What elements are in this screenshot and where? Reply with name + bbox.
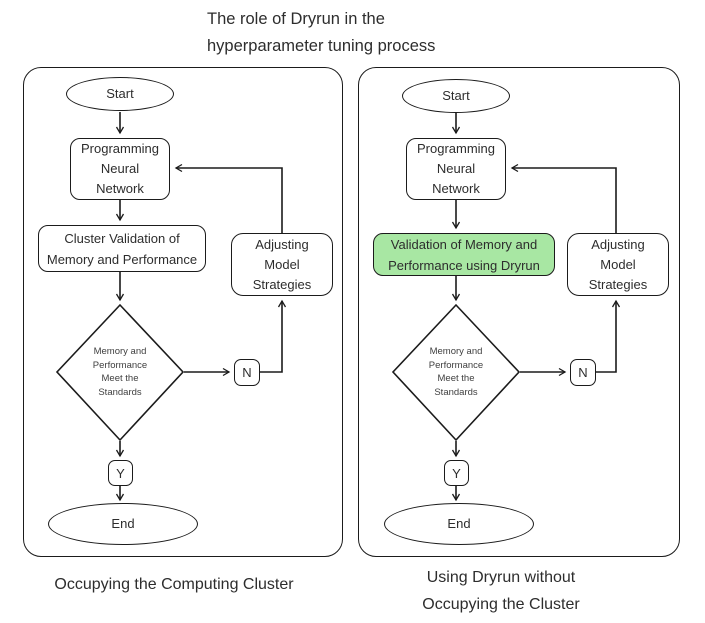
panel-dryrun <box>358 67 680 557</box>
start-label-right: Start <box>442 88 470 103</box>
decision-line4-left: Standards <box>98 386 142 398</box>
program-label-line2-right: Neural <box>436 161 476 176</box>
adjust-label-line2-right: Model <box>600 256 636 272</box>
validation-label-line1-right: Validation of Memory and <box>390 236 538 252</box>
yes-branch-node-left: Y <box>108 460 133 486</box>
program-node-left: Programming Neural Network <box>70 138 170 200</box>
decision-label-left: Memory and Performance Meet the Standard… <box>75 342 165 402</box>
end-node-left: End <box>48 503 198 545</box>
program-label-line1-right: Programming <box>416 141 496 156</box>
caption-right-line2: Occupying the Cluster <box>422 596 580 613</box>
yes-branch-label-right: Y <box>452 465 461 481</box>
program-label-line3-left: Network <box>96 181 144 196</box>
end-label-right: End <box>447 516 471 531</box>
decision-line1-left: Memory and <box>93 346 147 357</box>
program-label-line2-left: Neural <box>100 161 140 176</box>
validation-node-highlighted-right: Validation of Memory and Performance usi… <box>373 233 555 276</box>
diagram-title-line1: The role of Dryrun in the <box>207 10 385 28</box>
program-label-line1-left: Programming <box>80 141 160 156</box>
validation-label-line2-right: Performance using Dryrun <box>388 257 540 273</box>
decision-line2-right: Performance <box>428 359 484 371</box>
yes-branch-label-left: Y <box>116 465 125 481</box>
decision-line4-right: Standards <box>434 386 478 398</box>
decision-line3-right: Meet the <box>437 373 475 384</box>
no-branch-node-left: N <box>234 359 260 386</box>
decision-label-right: Memory and Performance Meet the Standard… <box>411 342 501 402</box>
validation-node-left: Cluster Validation of Memory and Perform… <box>38 225 206 272</box>
decision-line3-left: Meet the <box>101 373 139 384</box>
adjust-label-line3-left: Strategies <box>252 276 312 292</box>
decision-line2-left: Performance <box>92 359 148 371</box>
caption-left: Occupying the Computing Cluster <box>13 571 335 598</box>
adjust-label-line2-left: Model <box>264 256 300 272</box>
no-branch-label-right: N <box>578 365 588 380</box>
caption-right: Using Dryrun without Occupying the Clust… <box>340 564 662 618</box>
start-label-left: Start <box>106 86 134 101</box>
program-node-right: Programming Neural Network <box>406 138 506 200</box>
yes-branch-node-right: Y <box>444 460 469 486</box>
adjust-label-line1-left: Adjusting <box>255 236 309 252</box>
adjust-label-line3-right: Strategies <box>588 276 648 292</box>
end-node-right: End <box>384 503 534 545</box>
validation-label-line1-left: Cluster Validation of <box>64 230 180 246</box>
start-node-right: Start <box>402 79 510 113</box>
no-branch-label-left: N <box>242 365 252 380</box>
start-node-left: Start <box>66 77 174 111</box>
caption-right-line1: Using Dryrun without <box>426 569 576 586</box>
diagram-title: The role of Dryrun in the hyperparameter… <box>207 6 527 60</box>
adjust-node-left: Adjusting Model Strategies <box>231 233 333 296</box>
adjust-label-line1-right: Adjusting <box>591 236 645 252</box>
no-branch-node-right: N <box>570 359 596 386</box>
panel-computing-cluster <box>23 67 343 557</box>
adjust-node-right: Adjusting Model Strategies <box>567 233 669 296</box>
diagram-title-line2: hyperparameter tuning process <box>207 37 436 55</box>
decision-line1-right: Memory and <box>429 346 483 357</box>
caption-left-line1: Occupying the Computing Cluster <box>54 576 294 593</box>
validation-label-line2-left: Memory and Performance <box>46 251 198 267</box>
end-label-left: End <box>111 516 135 531</box>
program-label-line3-right: Network <box>432 181 480 196</box>
